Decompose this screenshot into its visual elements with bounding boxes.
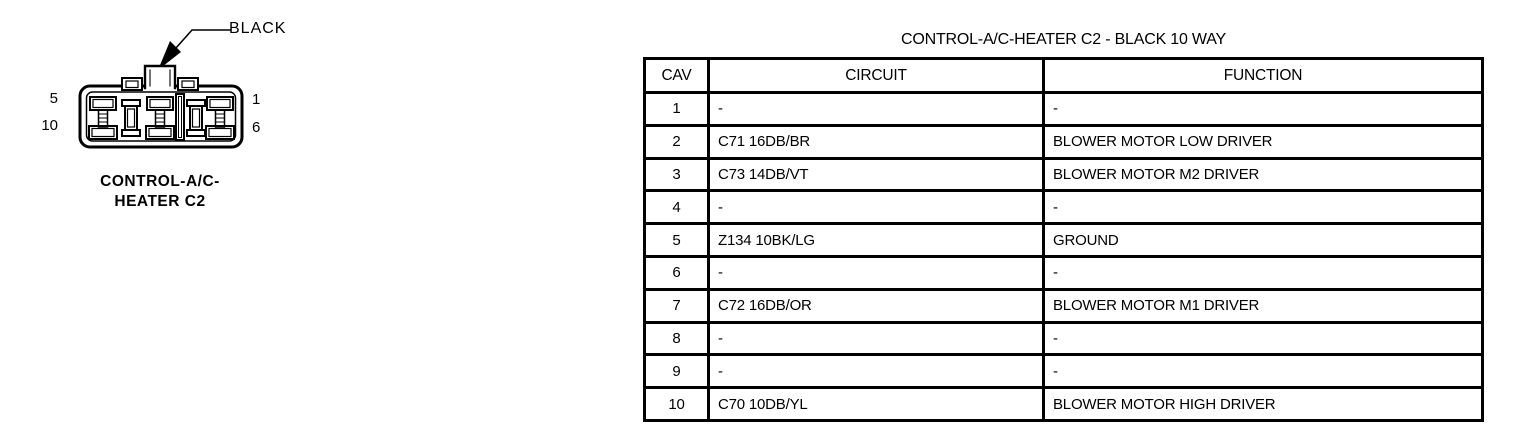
connector-caption-line1: CONTROL-A/C- (100, 173, 220, 190)
circuit-cell: C73 14DB/VT (707, 156, 1045, 193)
cav-cell: 10 (643, 386, 710, 422)
table-row: 8 - - (643, 320, 1484, 357)
table-title: CONTROL-A/C-HEATER C2 - BLACK 10 WAY (900, 31, 1226, 48)
circuit-cell: C72 16DB/OR (707, 287, 1045, 324)
header-row: CAV CIRCUIT FUNCTION (643, 57, 1484, 94)
table-row: 2 C71 16DB/BR BLOWER MOTOR LOW DRIVER (643, 123, 1484, 160)
table-row: 1 - - (643, 91, 1484, 127)
table-row: 10 C70 10DB/YL BLOWER MOTOR HIGH DRIVER (643, 386, 1484, 422)
function-cell: BLOWER MOTOR M1 DRIVER (1042, 287, 1484, 324)
connector-left-shoulder-tab-icon (121, 77, 143, 91)
cav-cell: 8 (643, 320, 710, 357)
table-row: 3 C73 14DB/VT BLOWER MOTOR M2 DRIVER (643, 156, 1484, 193)
pin-number-5: 5 (49, 90, 58, 107)
pinout-table: CAV CIRCUIT FUNCTION 1 - - 2 C71 16DB/BR… (643, 57, 1484, 422)
table-row: 9 - - (643, 353, 1484, 390)
function-cell: - (1042, 91, 1484, 127)
circuit-cell: - (707, 189, 1045, 226)
connector-lock-tab-icon (143, 64, 177, 90)
pin-number-10: 10 (41, 117, 58, 134)
circuit-cell: - (707, 353, 1045, 390)
col-header-circuit: CIRCUIT (707, 57, 1045, 94)
connector-body-inner-wall (85, 91, 237, 142)
cav-cell: 9 (643, 353, 710, 390)
pin-number-1: 1 (252, 91, 261, 108)
cavity-divider-rib-icon (175, 93, 185, 141)
pin-number-6: 6 (252, 119, 261, 136)
col-header-function: FUNCTION (1042, 57, 1484, 94)
function-cell: - (1042, 320, 1484, 357)
terminal-pin-wide-3-icon (205, 96, 235, 140)
terminal-pin-wide-1-icon (88, 96, 118, 140)
connector-caption: CONTROL-A/C- HEATER C2 (70, 172, 250, 212)
connector-figure: BLACK 5 10 1 6 CONTROL-A/C- HEATER C2 (0, 0, 360, 240)
circuit-cell: - (707, 254, 1045, 291)
color-callout-arrow-icon (158, 29, 231, 70)
table-row: 4 - - (643, 189, 1484, 226)
cav-cell: 5 (643, 222, 710, 258)
table-row: 7 C72 16DB/OR BLOWER MOTOR M1 DRIVER (643, 287, 1484, 324)
connector-right-shoulder-tab-icon (177, 77, 199, 91)
circuit-cell: C70 10DB/YL (707, 386, 1045, 422)
cav-cell: 7 (643, 287, 710, 324)
connector-body (78, 84, 244, 149)
connector-color-label: BLACK (229, 20, 287, 37)
cav-cell: 2 (643, 123, 710, 160)
cav-cell: 1 (643, 91, 710, 127)
function-cell: GROUND (1042, 222, 1484, 258)
function-cell: BLOWER MOTOR LOW DRIVER (1042, 123, 1484, 160)
cav-cell: 3 (643, 156, 710, 193)
col-header-cav: CAV (643, 57, 710, 94)
function-cell: - (1042, 353, 1484, 390)
table-row: 5 Z134 10BK/LG GROUND (643, 222, 1484, 258)
table-row: 6 - - (643, 254, 1484, 291)
function-cell: BLOWER MOTOR HIGH DRIVER (1042, 386, 1484, 422)
function-cell: BLOWER MOTOR M2 DRIVER (1042, 156, 1484, 193)
circuit-cell: - (707, 91, 1045, 127)
terminal-pin-narrow-2-icon (186, 99, 206, 137)
cav-cell: 6 (643, 254, 710, 291)
cav-cell: 4 (643, 189, 710, 226)
function-cell: - (1042, 254, 1484, 291)
terminal-pin-narrow-1-icon (121, 99, 141, 137)
function-cell: - (1042, 189, 1484, 226)
connector-drawing-icon (78, 29, 244, 149)
circuit-cell: - (707, 320, 1045, 357)
connector-caption-line2: HEATER C2 (114, 193, 206, 210)
terminal-pin-wide-2-icon (145, 96, 175, 140)
circuit-cell: C71 16DB/BR (707, 123, 1045, 160)
circuit-cell: Z134 10BK/LG (707, 222, 1045, 258)
